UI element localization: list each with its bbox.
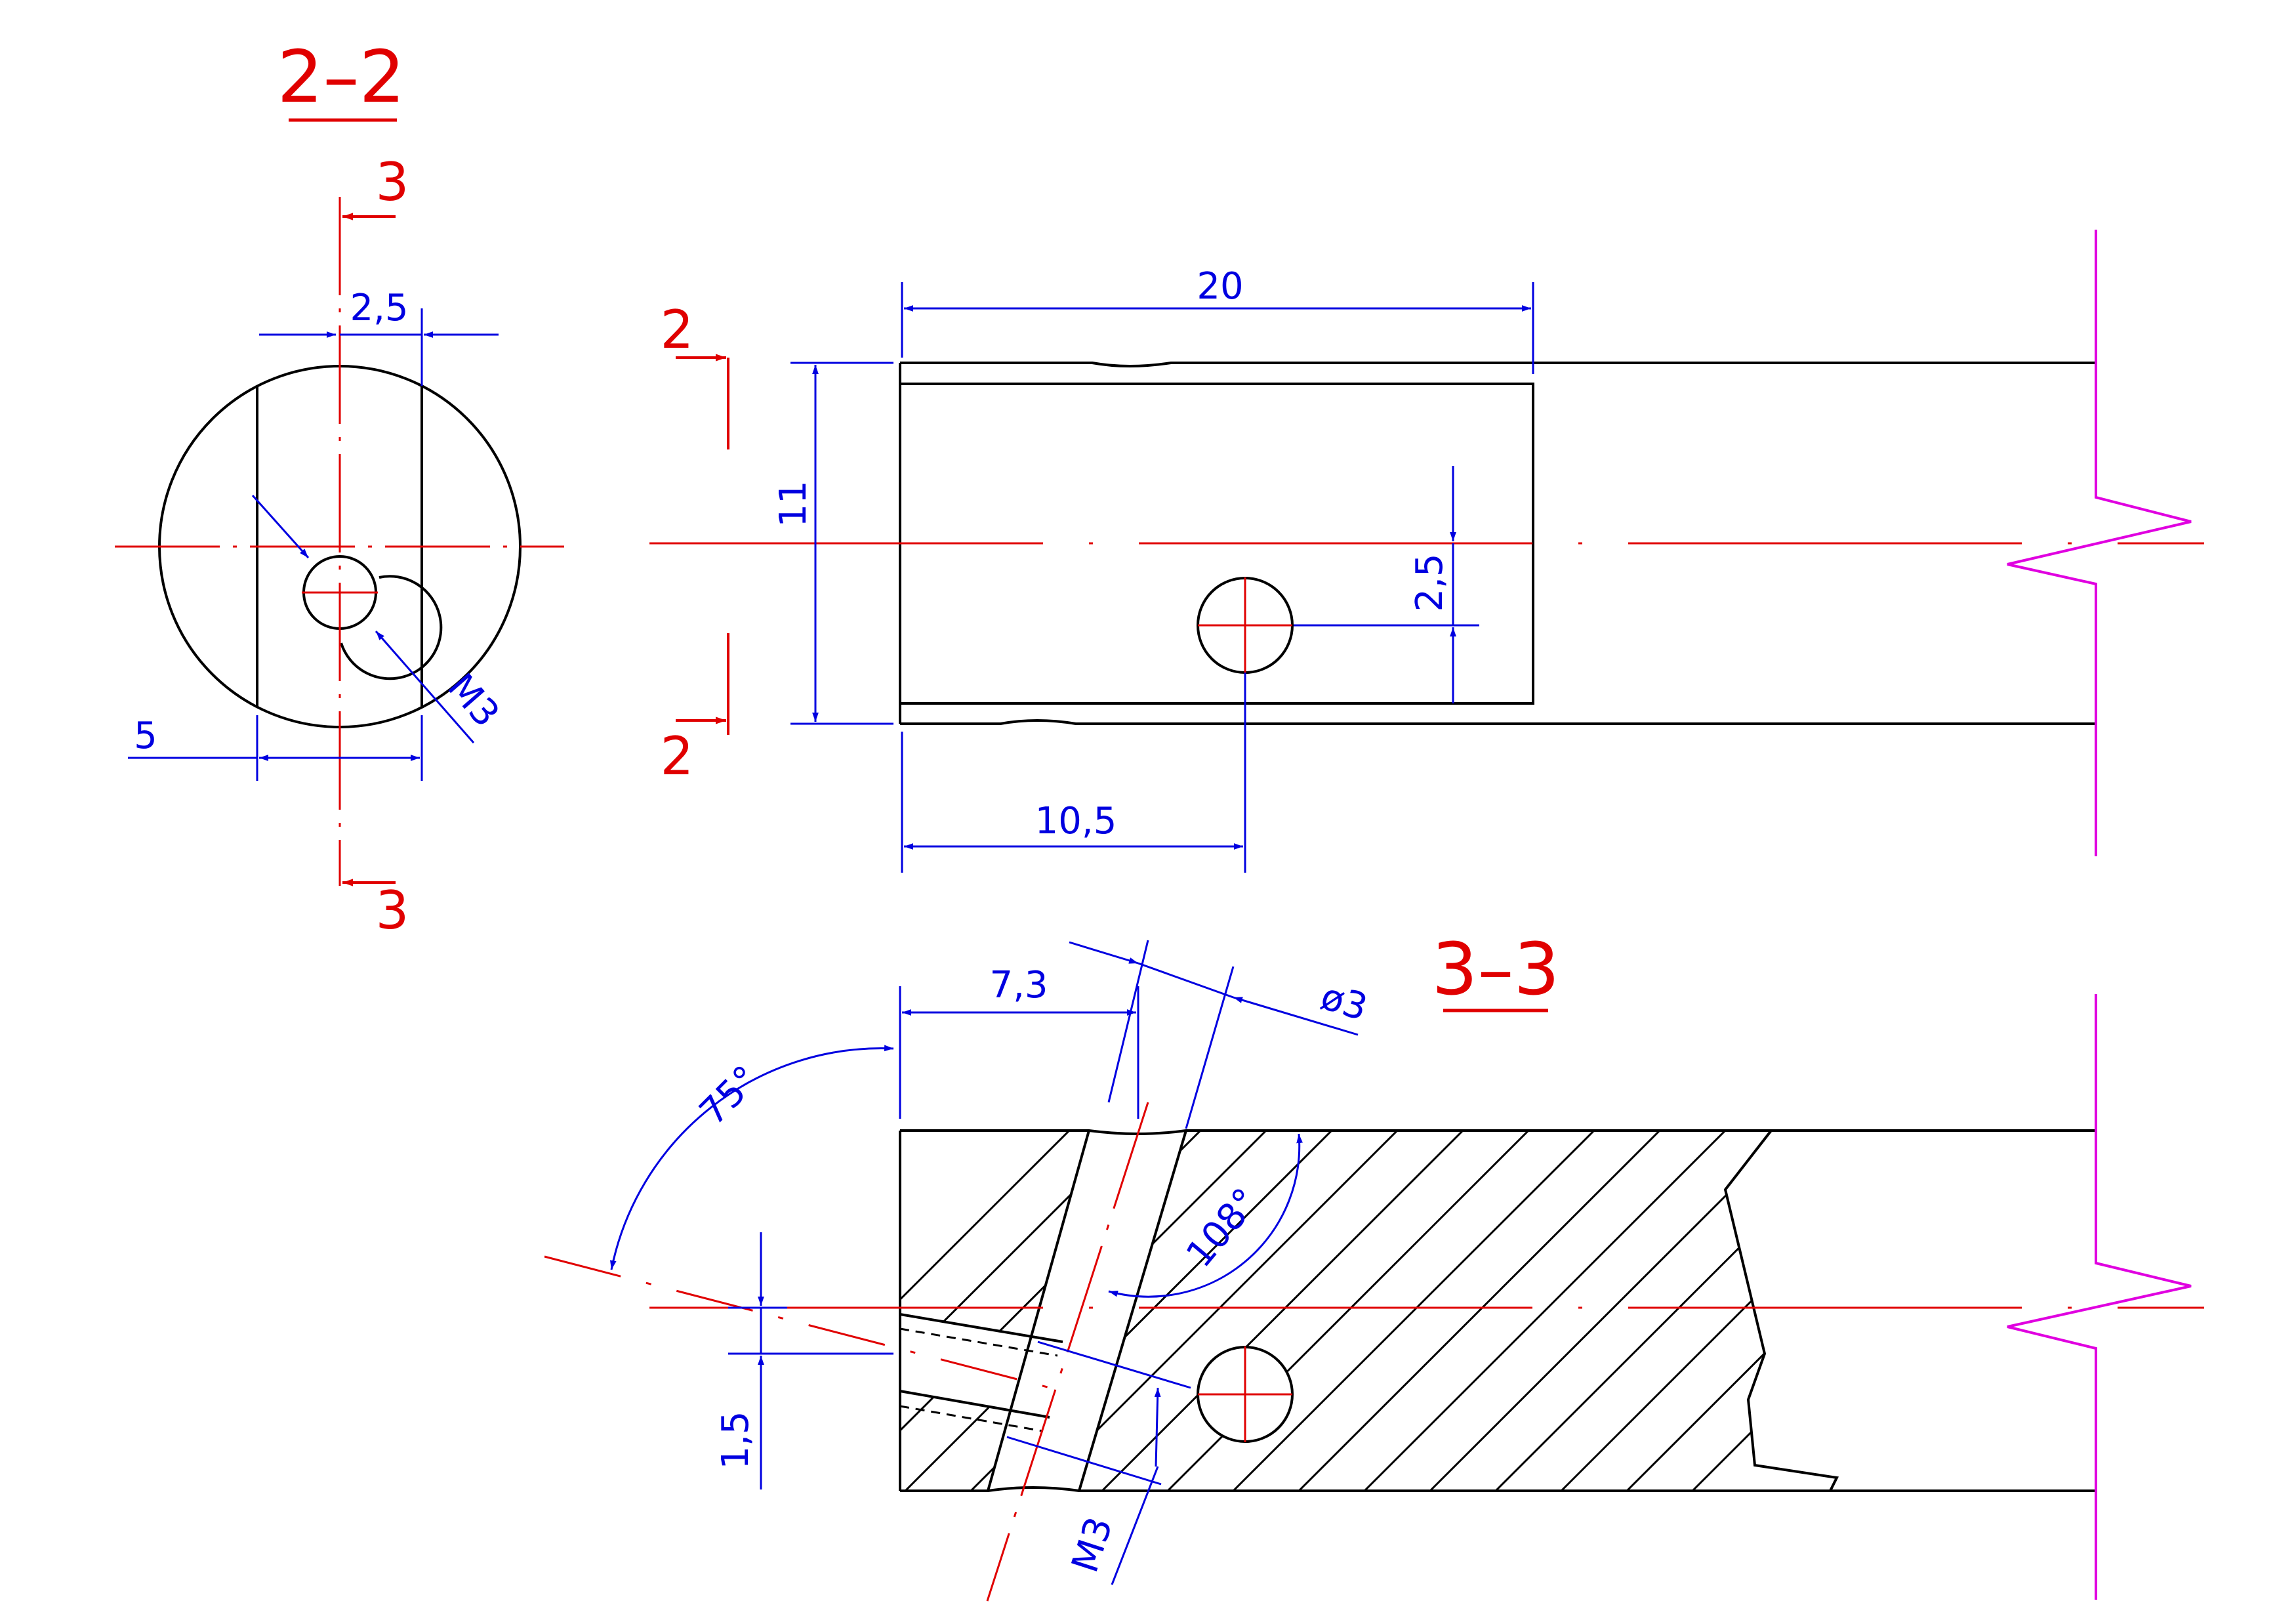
- section-2-2-title: 2–2: [277, 35, 405, 119]
- section-top-edge: [900, 1129, 2096, 1135]
- channel-bottom-line: [899, 1390, 1050, 1419]
- dim-2-5-label: 2,5: [350, 287, 408, 329]
- channel-thread-top: [899, 1327, 1058, 1357]
- break-line-front: [2007, 230, 2192, 856]
- m3-bore-ext-upper: [1037, 1341, 1191, 1389]
- dim-20-label: 20: [1197, 265, 1243, 308]
- dia-3-arrow-left: [1069, 941, 1139, 965]
- channel-axis: [544, 1255, 1063, 1392]
- shaft-bottom-edge: [900, 719, 2096, 725]
- m3-bore-leader: [1111, 1466, 1159, 1585]
- dim-11-label: 11: [772, 480, 815, 527]
- cut-3-bottom-label: 3: [376, 880, 409, 941]
- channel-top-line: [899, 1313, 1063, 1343]
- dim-7-3-label: 7,3: [989, 964, 1048, 1007]
- m3-label-section-2-2: M3: [439, 666, 507, 736]
- channel-fill: [900, 1314, 1063, 1417]
- dim-1-5-label: 1,5: [714, 1411, 757, 1469]
- dia-3-between: [1138, 962, 1234, 999]
- m3-leader-lower: [375, 631, 475, 743]
- angle-108-label: 108°: [1178, 1180, 1267, 1276]
- dia-3-ext-left: [1107, 940, 1149, 1103]
- dim-5-label: 5: [134, 715, 157, 757]
- angle-75-arc: [609, 1045, 894, 1270]
- cut-2-top-label: 2: [661, 299, 694, 360]
- section-3-3-title: 3–3: [1432, 927, 1560, 1011]
- m3-leader-upper: [251, 494, 310, 559]
- angled-bore-right: [1078, 1130, 1187, 1491]
- section-hatching: [900, 1131, 1837, 1491]
- angled-bore-left: [987, 1130, 1090, 1491]
- m3-bore-arrow-upper: [1154, 1387, 1161, 1467]
- section-3-3-view: 3–3: [544, 927, 2204, 1602]
- angle-108-arc: [1108, 1133, 1303, 1298]
- break-line-section: [2007, 994, 2192, 1600]
- cut-2-bottom-label: 2: [661, 726, 694, 787]
- angle-75-label: 75°: [691, 1058, 768, 1134]
- channel-thread-bottom: [899, 1405, 1044, 1432]
- thread-arc: [340, 575, 443, 680]
- cut-3-top-label: 3: [376, 152, 409, 213]
- front-view: 2 2 20 11 2,5 10,5: [649, 230, 2204, 873]
- section-bottom-edge: [900, 1486, 2096, 1492]
- dia-3-label: ø3: [1316, 975, 1372, 1030]
- dia-3-arrow-right: [1233, 996, 1359, 1036]
- dia-3-ext-right: [1185, 966, 1235, 1129]
- m3-label-section-3-3: M3: [1063, 1512, 1121, 1577]
- shaft-top-edge: [900, 362, 2096, 367]
- hatch-break-contour: [1723, 1129, 1839, 1491]
- m3-bore-ext-lower: [1006, 1436, 1162, 1486]
- section-2-2-view: 2–2 3 3 2,5: [115, 35, 564, 941]
- dim-hole-offset-label: 2,5: [1408, 553, 1451, 612]
- dim-10-5-label: 10,5: [1035, 800, 1117, 843]
